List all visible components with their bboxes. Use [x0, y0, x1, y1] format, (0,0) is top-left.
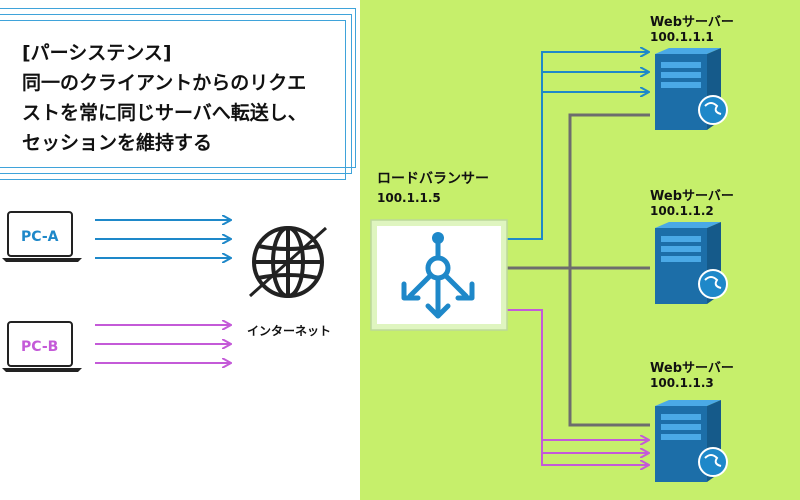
server-1-label: Webサーバー: [650, 15, 734, 30]
link-server-1: [500, 113, 650, 270]
internet-label: インターネット: [247, 324, 332, 338]
server-3-label: Webサーバー: [650, 361, 734, 376]
callout-text: [パーシステンス] 同一のクライアントからのリクエ ストを常に同じサーバへ転送し…: [22, 38, 307, 158]
lb-to-server3-flows: [500, 309, 648, 465]
server-icon: [655, 48, 728, 130]
laptop-icon: [2, 321, 82, 372]
callout-frame: [0, 20, 346, 180]
pc-a-flows: [95, 220, 230, 258]
server-2-ip: 100.1.1.2: [650, 204, 714, 218]
server-2-label: Webサーバー: [650, 189, 734, 204]
load-balancer-ip: 100.1.1.5: [377, 191, 441, 205]
server-3-ip: 100.1.1.3: [650, 376, 714, 390]
load-balancer-icon: [401, 232, 475, 319]
laptop-icon: [2, 211, 82, 262]
pc-a-label: PC-A: [21, 229, 59, 245]
server-icon: [655, 400, 728, 482]
callout-heading: [パーシステンス]: [22, 42, 172, 64]
server-icon: [655, 222, 728, 304]
lb-to-server1-flows: [500, 52, 648, 240]
callout-line: セッションを維持する: [22, 132, 213, 154]
load-balancer: [370, 219, 508, 331]
persistence-callout: [パーシステンス] 同一のクライアントからのリクエ ストを常に同じサーバへ転送し…: [0, 0, 358, 180]
globe-icon: [248, 226, 328, 298]
pc-b-label: PC-B: [21, 339, 59, 355]
callout-line: 同一のクライアントからのリクエ: [22, 72, 307, 94]
link-server-3: [568, 268, 650, 427]
load-balancer-title: ロードバランサー: [377, 171, 489, 187]
lb-server-links: [500, 113, 650, 427]
server-1-ip: 100.1.1.1: [650, 30, 714, 44]
pc-b-flows: [95, 325, 230, 363]
callout-line: ストを常に同じサーバへ転送し、: [22, 102, 307, 124]
callout-frame: [0, 8, 356, 168]
callout-frame: [0, 14, 352, 174]
